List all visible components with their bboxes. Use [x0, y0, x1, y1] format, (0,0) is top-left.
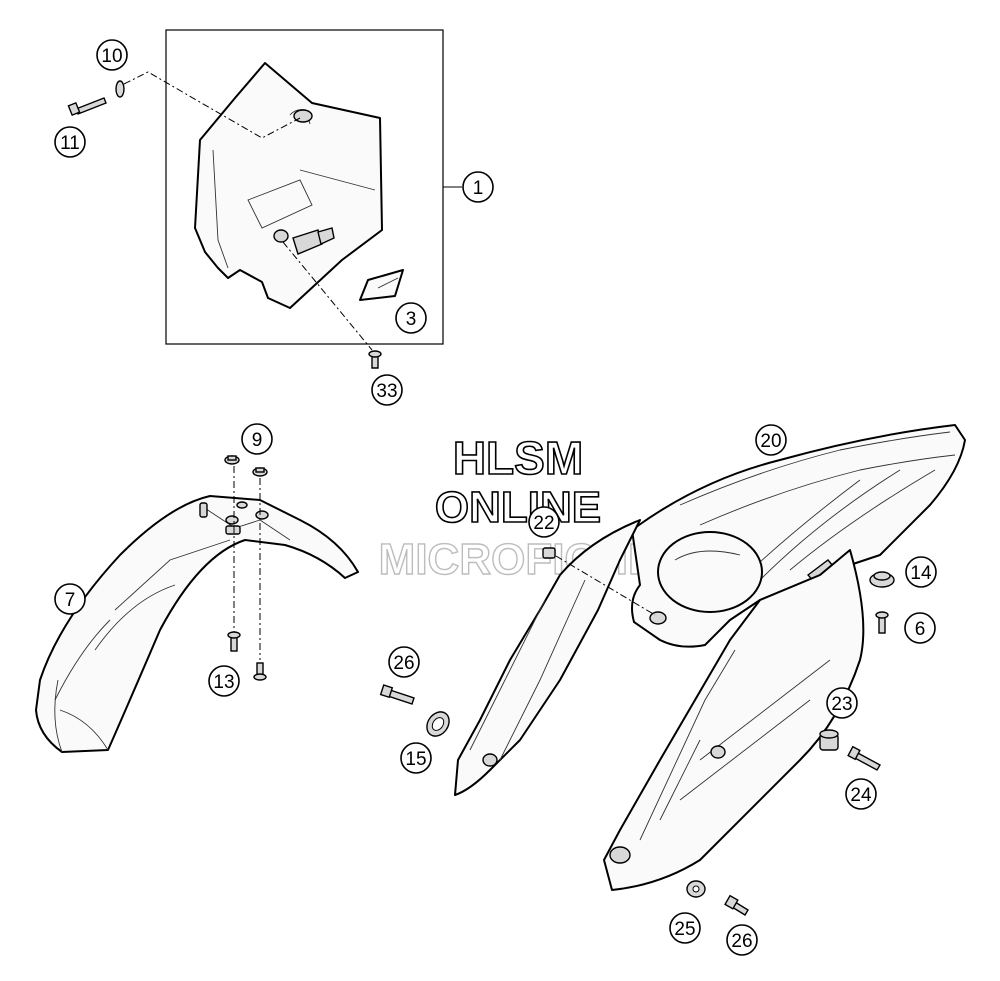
svg-text:26: 26 [731, 931, 752, 952]
callout-11: 11 [54, 126, 86, 158]
screw-26-bottom[interactable] [724, 894, 749, 916]
svg-text:33: 33 [376, 381, 397, 402]
callout-15: 15 [400, 742, 432, 774]
rear-fender[interactable] [631, 424, 966, 648]
svg-text:3: 3 [406, 309, 417, 330]
washer-25[interactable] [686, 880, 706, 898]
svg-text:10: 10 [101, 46, 122, 67]
leader-33 [282, 241, 373, 351]
svg-text:25: 25 [674, 919, 695, 940]
screw-24[interactable] [847, 745, 881, 771]
screw-13-right[interactable] [253, 662, 267, 681]
callout-26-bottom: 26 [726, 924, 758, 956]
callout-3: 3 [395, 302, 427, 334]
svg-text:11: 11 [60, 133, 80, 154]
grommet-14[interactable] [869, 571, 895, 588]
svg-text:7: 7 [65, 590, 76, 611]
leader-22 [555, 555, 656, 616]
callout-20: 20 [755, 424, 787, 456]
left-side-panel[interactable] [454, 519, 641, 796]
watermark-line-2: ONLINE [435, 483, 601, 532]
callout-7: 7 [54, 583, 86, 615]
callout-6: 6 [904, 612, 936, 644]
svg-text:24: 24 [850, 785, 872, 806]
front-fender[interactable] [35, 495, 359, 753]
callout-23: 23 [826, 687, 858, 719]
number-plate-decal[interactable] [359, 269, 404, 301]
svg-text:22: 22 [533, 513, 554, 534]
svg-text:1: 1 [473, 178, 484, 199]
callout-25: 25 [669, 912, 701, 944]
screw-13-left[interactable] [227, 631, 241, 652]
callout-14: 14 [905, 556, 937, 588]
svg-text:9: 9 [252, 430, 263, 451]
screw-33[interactable] [368, 350, 382, 369]
svg-text:26: 26 [393, 653, 414, 674]
grommet-9-left[interactable] [224, 455, 240, 465]
callout-26-left: 26 [388, 646, 420, 678]
leader-10 [123, 71, 301, 139]
callout-10: 10 [96, 39, 128, 71]
screw-11[interactable] [67, 97, 107, 117]
nut-23[interactable] [819, 729, 839, 751]
front-number-plate[interactable] [194, 62, 383, 309]
washer-10[interactable] [115, 80, 125, 98]
screw-26-left[interactable] [379, 684, 415, 705]
nut-22[interactable] [542, 547, 556, 559]
callout-24: 24 [845, 778, 877, 810]
watermark-line-1: HLSM [453, 432, 583, 484]
callout-9: 9 [241, 423, 273, 455]
svg-text:6: 6 [915, 619, 926, 640]
side-panel[interactable] [603, 549, 865, 891]
svg-text:14: 14 [910, 563, 932, 584]
svg-text:23: 23 [831, 694, 852, 715]
callout-13: 13 [208, 665, 240, 697]
screw-6[interactable] [875, 611, 889, 634]
svg-text:20: 20 [760, 431, 781, 452]
callout-22: 22 [528, 506, 560, 538]
grommet-9-right[interactable] [252, 467, 268, 477]
callout-1: 1 [462, 171, 494, 203]
callout-33: 33 [371, 374, 403, 406]
svg-text:13: 13 [213, 672, 234, 693]
grommet-15[interactable] [422, 708, 453, 741]
svg-text:15: 15 [405, 749, 426, 770]
